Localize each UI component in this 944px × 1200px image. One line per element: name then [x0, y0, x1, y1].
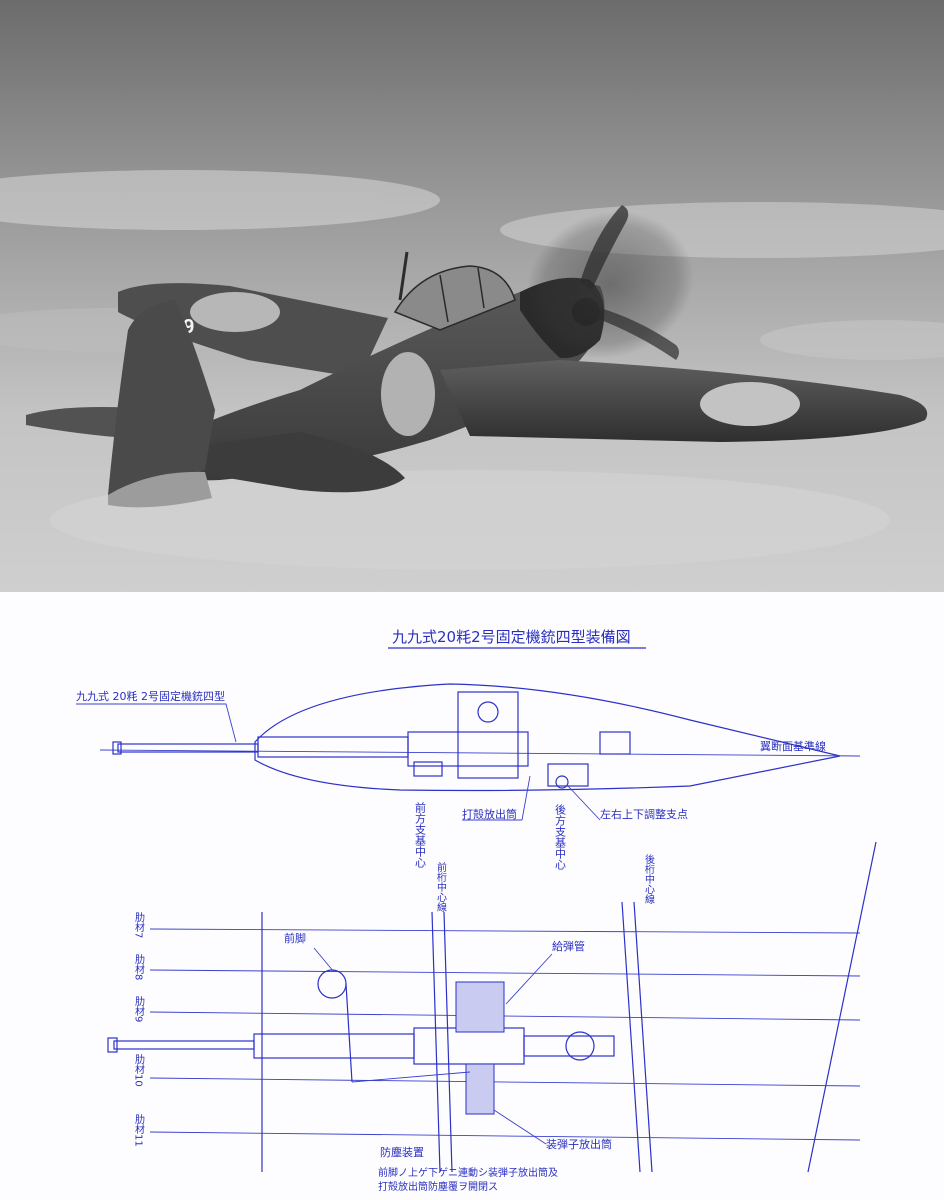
chord-reference-line — [99, 749, 861, 757]
gun-label-leader — [76, 703, 237, 743]
case-ejector-label: 打殻放出筒 — [462, 807, 517, 821]
front-leg-strut — [345, 983, 353, 1083]
propeller-blur — [526, 211, 694, 359]
propeller-blade-lower — [596, 308, 679, 360]
adjust-pivot — [555, 775, 569, 789]
rib-label-10: 肋材10 — [133, 1053, 145, 1087]
rib-line-9 — [149, 1011, 861, 1021]
front-support-label: 前方支基中心 — [414, 801, 427, 868]
front-leg-label: 前脚 — [284, 931, 306, 945]
chord-label: 翼断面基準線 — [760, 739, 826, 753]
rib-line-7 — [149, 928, 861, 934]
dust-device-label: 防塵装置 — [380, 1145, 424, 1159]
spar-block-side — [599, 731, 631, 755]
front-spar-label: 前桁中心線 — [435, 861, 447, 912]
right-wing-roundel — [700, 382, 800, 426]
trailing-edge-line — [807, 841, 877, 1173]
ammo-drum-plan — [455, 981, 505, 1033]
radio-mast — [398, 251, 409, 301]
tail-tip — [108, 471, 212, 508]
propeller-blade-upper — [580, 205, 629, 290]
fuselage — [150, 283, 605, 481]
rib-label-11: 肋材11 — [133, 1113, 145, 1147]
adjust-label: 左右上下調整支点 — [600, 807, 688, 821]
link-ejector-plan — [465, 1063, 495, 1115]
drawing-title: 九九式20粍2号固定機銃四型装備図 — [392, 628, 631, 646]
feed-tube-leader — [505, 953, 553, 1005]
link-ejector-leader — [493, 1109, 547, 1145]
wing-section-outline — [254, 683, 841, 792]
gun-body-side — [257, 736, 409, 758]
rear-spar-line-2 — [633, 901, 653, 1173]
rib-label-8: 肋材8 — [133, 953, 145, 981]
aircraft-photo: 29 — [0, 0, 944, 592]
vertical-tail — [108, 300, 215, 500]
fuselage-roundel — [381, 352, 435, 436]
case-ejector-leader-2 — [521, 775, 531, 821]
rear-support-label: 後方支基中心 — [554, 803, 567, 870]
link-ejector-label: 装弾子放出筒 — [546, 1137, 612, 1151]
dust-link — [351, 1071, 471, 1083]
rib-label-7: 肋材7 — [133, 911, 145, 939]
gun-receiver-side — [407, 731, 529, 767]
front-spar-line — [431, 911, 441, 1173]
left-wing-roundel — [190, 292, 280, 332]
gun-muzzle-plan — [107, 1037, 118, 1053]
rib-line-8 — [149, 969, 861, 977]
front-mount-side — [413, 761, 443, 777]
note-line-2: 打殻放出筒防塵覆ヲ開閉ス — [378, 1180, 498, 1193]
note-line-1: 前脚ノ上ゲ下ゲニ連動シ装弾子放出筒及 — [378, 1166, 558, 1179]
ammo-drum-side — [457, 691, 519, 779]
technical-drawing: 九九式20粍2号固定機銃四型装備図 九九式 20粍 2号固定機銃四型 翼断面基準… — [0, 592, 944, 1200]
rib-line-11 — [149, 1131, 861, 1141]
cockpit-canopy — [393, 265, 516, 331]
canopy-frame-2 — [477, 267, 485, 309]
gun-body-plan — [253, 1033, 415, 1059]
rear-spar-line — [621, 901, 641, 1173]
right-wing — [440, 360, 928, 442]
rear-mount-plan — [565, 1031, 595, 1061]
front-leg-leader — [313, 947, 335, 973]
gun-muzzle-side — [112, 741, 122, 755]
side-view: 九九式 20粍 2号固定機銃四型 翼断面基準線 打殻放出筒 左右上下調整支点 前… — [76, 683, 861, 870]
rib-label-9: 肋材9 — [133, 995, 145, 1023]
canopy-frame — [439, 274, 449, 323]
plan-view: 肋材7 肋材8 肋材9 肋材10 肋材11 前桁中心線 後桁中心線 前脚 給弾管… — [107, 841, 877, 1193]
gun-label: 九九式 20粍 2号固定機銃四型 — [76, 689, 225, 703]
ammo-drum-hub — [477, 701, 499, 723]
gun-rear-plan — [523, 1035, 615, 1057]
front-spar-line-2 — [443, 911, 453, 1173]
feed-tube-label: 給弾管 — [552, 939, 585, 953]
adjust-leader — [567, 785, 601, 821]
right-stabilizer — [180, 432, 405, 493]
rear-spar-label: 後桁中心線 — [643, 853, 655, 904]
front-leg-circle — [317, 969, 347, 999]
gun-receiver-plan — [413, 1027, 525, 1065]
rib-line-10 — [149, 1077, 861, 1087]
left-wing — [118, 283, 388, 378]
gun-barrel-plan — [113, 1040, 255, 1050]
